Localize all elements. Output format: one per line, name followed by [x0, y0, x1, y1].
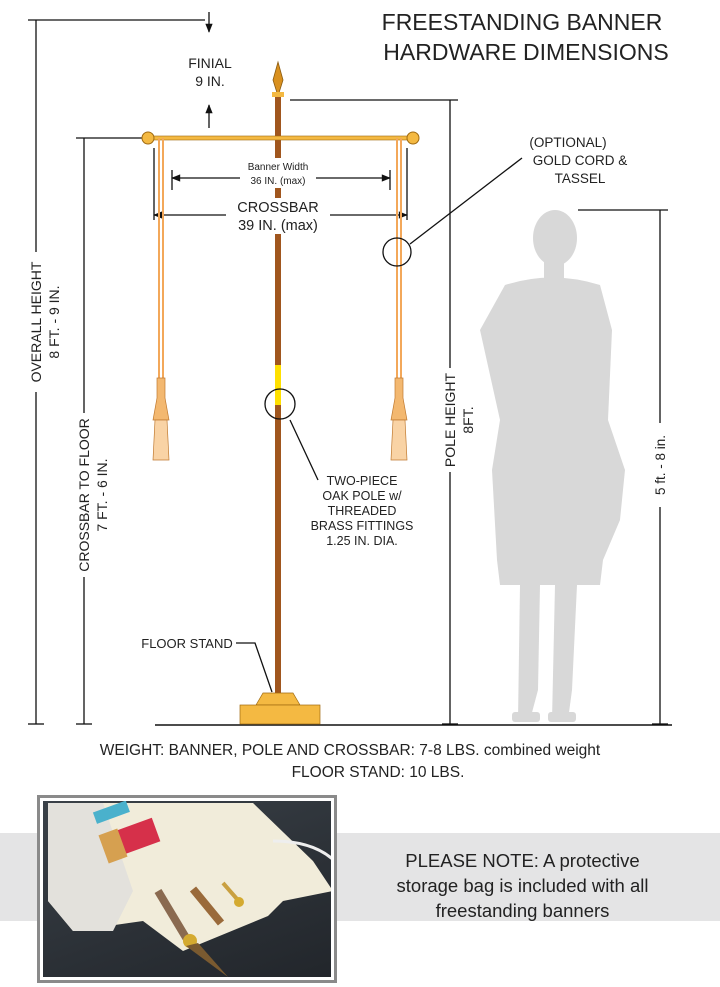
pole-height-label: POLE HEIGHT	[442, 372, 458, 467]
title-line1: FREESTANDING BANNER	[382, 9, 663, 35]
tassel-callout-circle	[382, 237, 412, 267]
gold-cords	[158, 138, 402, 385]
crossbar-to-floor-label: CROSSBAR TO FLOOR	[76, 418, 92, 572]
note-line1: PLEASE NOTE: A protective	[405, 850, 640, 871]
note-line3: freestanding banners	[435, 900, 610, 921]
tassels	[152, 377, 408, 461]
crossbar-end-left	[141, 131, 155, 145]
optional-label-2: GOLD CORD &	[533, 153, 628, 168]
person-height-label: 5 ft. - 8 in.	[653, 435, 668, 495]
finial-size: 9 IN.	[195, 73, 225, 89]
floor-stand	[255, 692, 301, 706]
pole-label-3: THREADED	[328, 504, 397, 518]
person-silhouette	[480, 210, 625, 722]
pole-height-size: 8FT.	[460, 406, 476, 433]
crossbar-label: CROSSBAR	[237, 200, 318, 216]
finial-label: FINIAL	[188, 55, 232, 71]
weight-line1: WEIGHT: BANNER, POLE AND CROSSBAR: 7-8 L…	[100, 742, 601, 759]
note-line2: storage bag is included with all	[396, 875, 649, 896]
storage-bag-photo	[37, 795, 337, 983]
optional-label-3: TASSEL	[555, 171, 606, 186]
pole-label-1: TWO-PIECE	[327, 474, 398, 488]
banner-width-size: 36 IN. (max)	[250, 176, 305, 187]
pole-label-2: OAK POLE w/	[322, 489, 402, 503]
weight-line2: FLOOR STAND: 10 LBS.	[292, 764, 465, 781]
fitting-callout-circle	[264, 388, 296, 420]
pole-label-5: 1.25 IN. DIA.	[326, 534, 398, 548]
crossbar	[149, 135, 413, 141]
overall-height-size: 8 FT. - 9 IN.	[46, 285, 62, 358]
brass-fitting	[275, 365, 281, 405]
diagram: FREESTANDING BANNER HARDWARE DIMENSIONS	[27, 9, 672, 781]
overall-height-label: OVERALL HEIGHT	[28, 261, 44, 382]
crossbar-to-floor-size: 7 FT. - 6 IN.	[94, 458, 110, 531]
crossbar-end-right	[406, 131, 420, 145]
banner-width-label: Banner Width	[248, 162, 309, 173]
pole-label-4: BRASS FITTINGS	[311, 519, 414, 533]
finial-icon	[272, 60, 284, 98]
crossbar-size: 39 IN. (max)	[238, 218, 318, 234]
title-line2: HARDWARE DIMENSIONS	[383, 39, 668, 65]
storage-note: PLEASE NOTE: A protective storage bag is…	[350, 848, 695, 923]
floor-stand-label: FLOOR STAND	[141, 636, 233, 651]
optional-label-1: (OPTIONAL)	[529, 135, 606, 150]
